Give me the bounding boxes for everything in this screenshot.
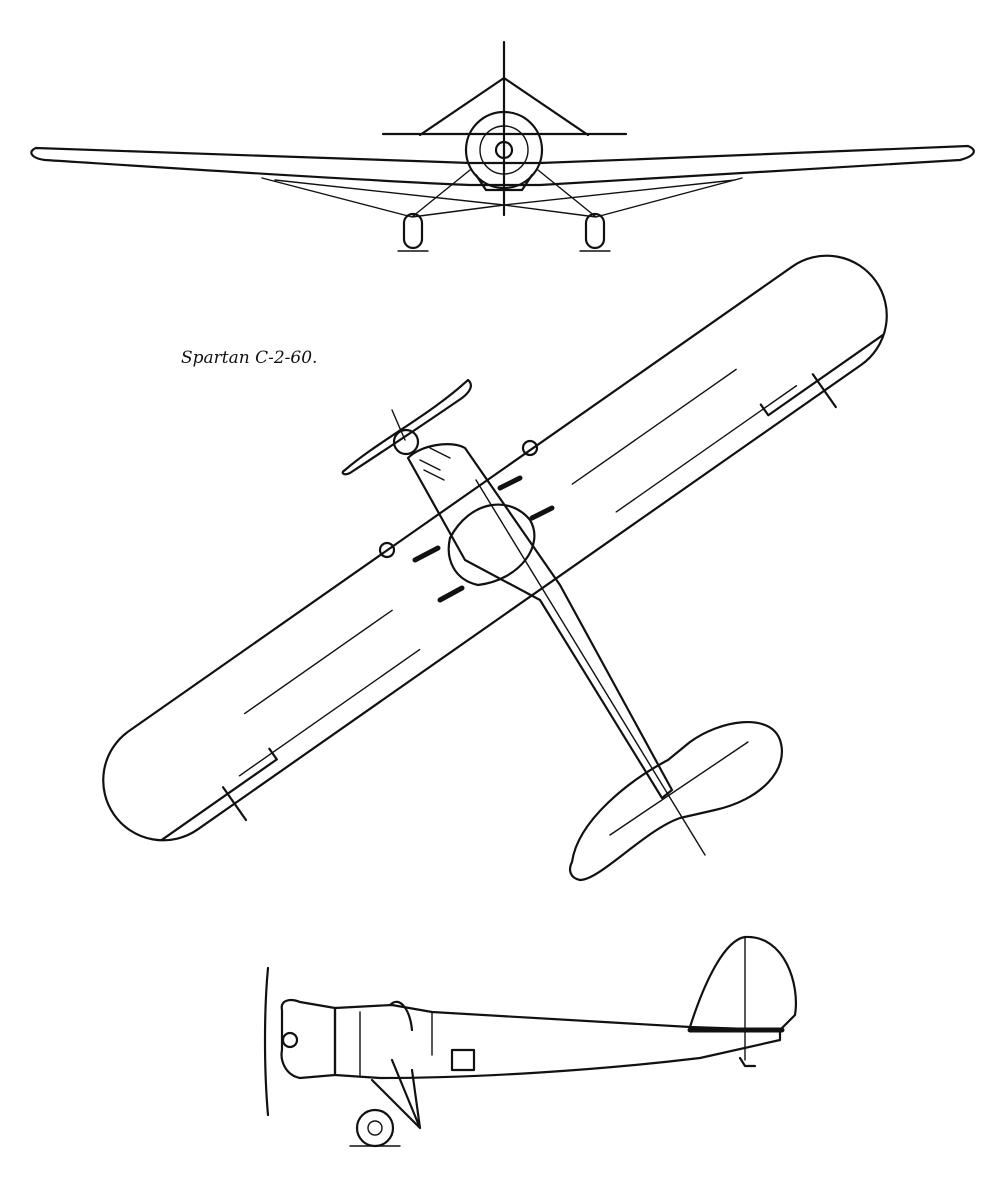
plan-view-fuselage [406, 443, 674, 800]
front-view-struts [261, 169, 743, 218]
side-view-window [450, 1048, 476, 1072]
front-view-tailplane [418, 76, 590, 137]
side-view-panel-lines [359, 1011, 433, 1076]
plan-view-propeller [341, 378, 472, 476]
side-view-fuselage [333, 1003, 782, 1080]
side-view-propeller [263, 966, 270, 1117]
plan-view-tailplane [569, 720, 783, 882]
figure-caption: Spartan C-2-60. [181, 348, 318, 368]
side-view [263, 935, 797, 1148]
front-view [30, 40, 975, 252]
side-view-wheel [355, 1108, 395, 1148]
side-view-fin [688, 935, 797, 1032]
side-view-cockpit [388, 1000, 414, 1032]
front-view-fuselage [474, 173, 534, 192]
front-view-left-wheel [402, 212, 424, 250]
plan-view [102, 254, 888, 882]
side-view-spinner [281, 1031, 299, 1049]
plan-view-cockpit [447, 503, 536, 587]
side-view-gear-struts [370, 1058, 422, 1130]
front-view-right-wheel [584, 212, 606, 250]
plan-view-centerline [475, 479, 706, 856]
plan-view-cowl-louvres [419, 447, 451, 481]
front-view-wing [30, 144, 975, 187]
front-view-spinner [494, 140, 514, 160]
plan-view-prop-blade-2 [391, 409, 406, 441]
side-view-cowling [280, 999, 337, 1080]
side-view-tailwheel [738, 1056, 757, 1068]
front-view-cowling [464, 110, 544, 190]
plan-view-strut-marks [412, 475, 555, 603]
plan-view-wing [102, 254, 888, 842]
front-view-cylinders [479, 125, 529, 175]
plan-view-spinner [392, 428, 420, 456]
plan-view-elevator-line [609, 741, 749, 836]
